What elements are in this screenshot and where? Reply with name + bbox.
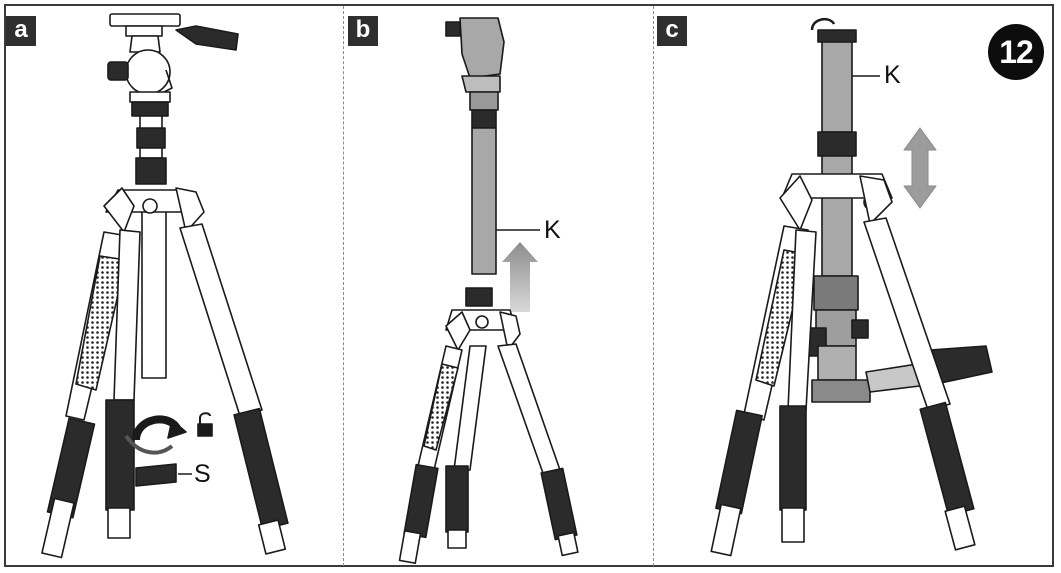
leg-middle-c <box>779 229 817 543</box>
leg-right-a <box>179 223 289 555</box>
leg-right-c <box>863 217 976 551</box>
spider-c <box>779 173 893 231</box>
leg-middle-a <box>105 229 141 539</box>
ball-head-a <box>107 13 239 117</box>
tripod-a <box>41 13 289 559</box>
lock-ring-s <box>135 463 192 487</box>
tripod-b <box>398 17 579 564</box>
removed-column-b <box>445 17 540 275</box>
divider-bc <box>653 6 654 566</box>
callout-k-label-b: K <box>544 216 561 244</box>
up-arrow-icon <box>502 242 538 312</box>
center-column-a <box>135 115 167 379</box>
figure-frame <box>4 4 1054 567</box>
up-down-arrow-icon <box>903 127 937 209</box>
rotate-unlock-icon <box>124 415 187 455</box>
callout-s-label: S <box>194 460 211 488</box>
callout-k-label-c: K <box>884 61 901 89</box>
spider-a <box>103 187 205 233</box>
panel-tag-a: a <box>6 16 36 46</box>
leg-left-a <box>41 231 129 559</box>
base-b <box>398 287 579 564</box>
panel-tag-c: c <box>657 16 687 46</box>
tripod-c <box>710 17 993 557</box>
step-number-badge: 12 <box>988 24 1044 80</box>
divider-ab <box>343 6 344 566</box>
panel-tag-b: b <box>348 16 378 46</box>
open-padlock-icon <box>197 412 213 437</box>
